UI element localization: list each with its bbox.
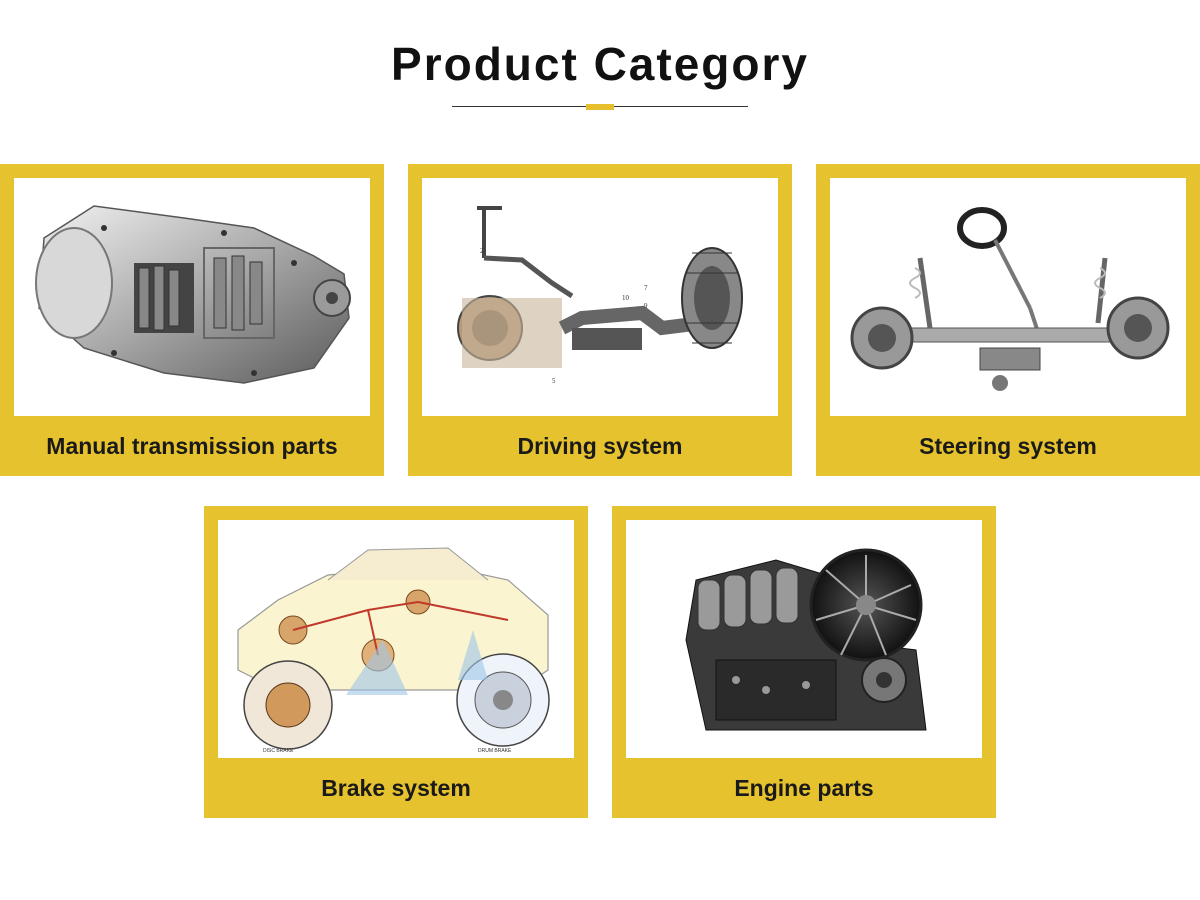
brake-system-diagram-image: DISC BRAKE DRUM BRAKE <box>218 520 574 758</box>
svg-text:DISC BRAKE: DISC BRAKE <box>263 748 294 754</box>
drive-axle-image: 10 7 9 2 5 <box>422 178 778 416</box>
svg-text:2: 2 <box>480 247 484 255</box>
category-label: Steering system <box>919 433 1097 459</box>
page-title: Product Category <box>391 38 809 90</box>
category-card-brake-system[interactable]: DISC BRAKE DRUM BRAKE Brake system <box>204 506 588 818</box>
category-card-manual-transmission[interactable]: Manual transmission parts <box>0 164 384 476</box>
svg-text:9: 9 <box>644 302 648 310</box>
category-label: Driving system <box>517 433 683 459</box>
engine-image <box>626 520 982 758</box>
category-card-steering-system[interactable]: Steering system <box>816 164 1200 476</box>
category-label: Brake system <box>321 775 471 801</box>
category-label: Engine parts <box>734 775 874 801</box>
category-card-driving-system[interactable]: 10 7 9 2 5 Driving system <box>408 164 792 476</box>
svg-text:DRUM BRAKE: DRUM BRAKE <box>478 748 512 754</box>
svg-text:5: 5 <box>552 377 556 385</box>
category-card-engine-parts[interactable]: Engine parts <box>612 506 996 818</box>
title-accent-bar <box>586 104 614 110</box>
transmission-image <box>14 178 370 416</box>
svg-text:10: 10 <box>622 294 630 302</box>
steering-system-image <box>830 178 1186 416</box>
category-label: Manual transmission parts <box>46 433 338 459</box>
svg-text:7: 7 <box>644 284 648 292</box>
